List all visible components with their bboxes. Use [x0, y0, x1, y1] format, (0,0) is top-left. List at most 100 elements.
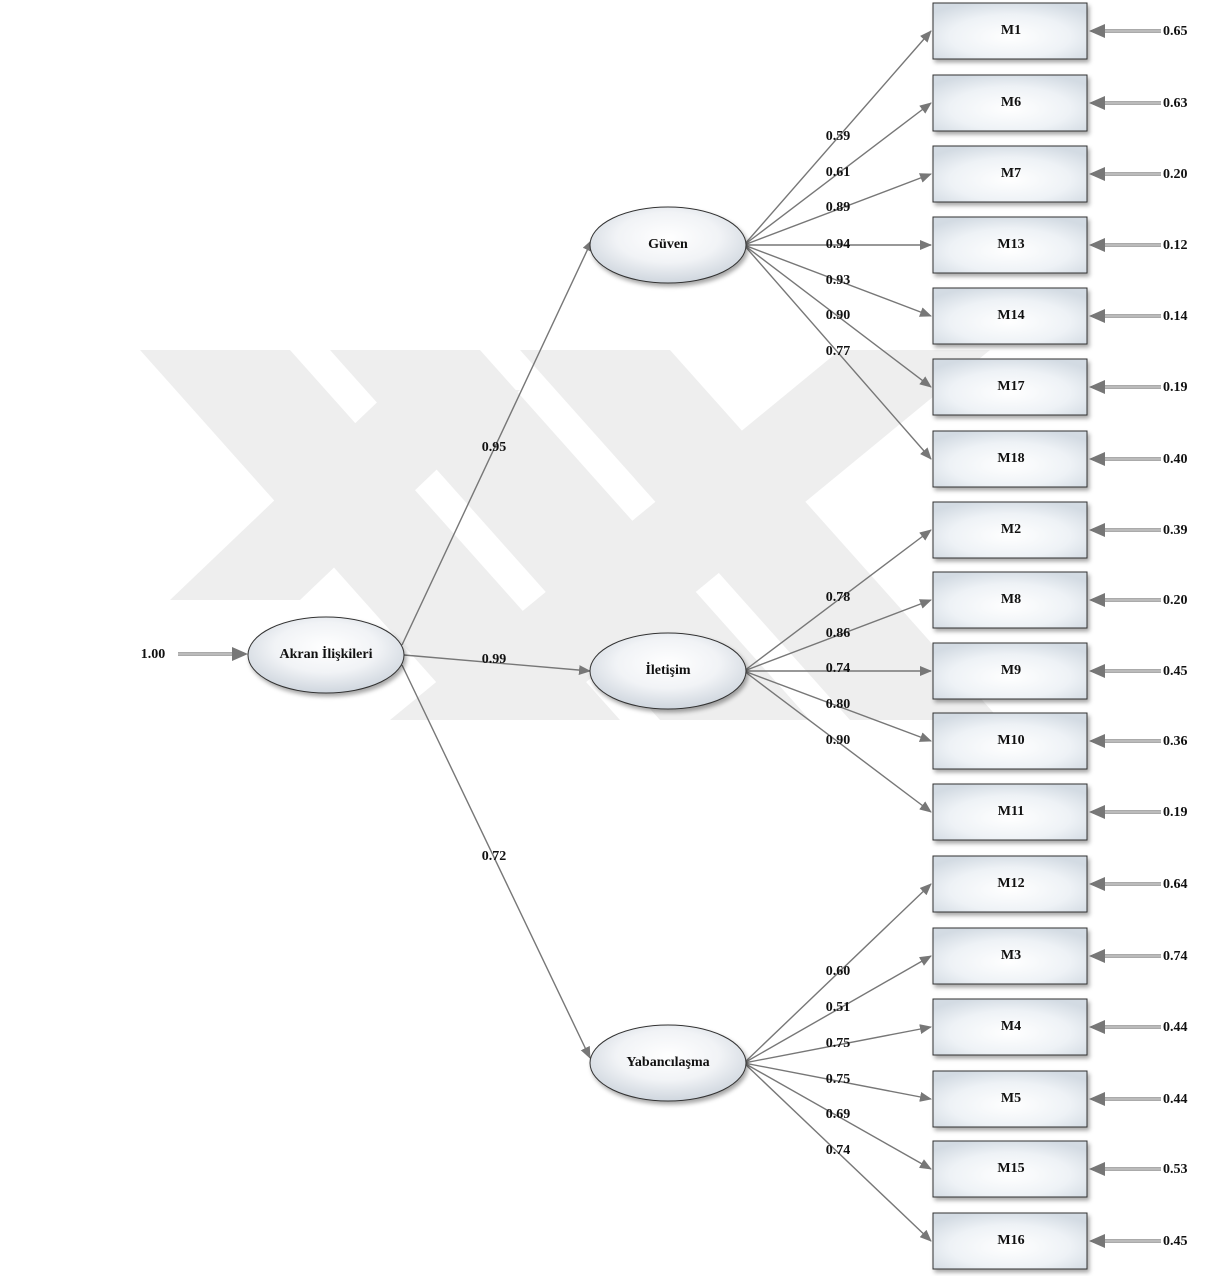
indicator-box [932, 216, 1088, 274]
indicator-box [932, 1212, 1088, 1270]
factor-to-indicator-path [743, 173, 932, 246]
indicator-box [932, 430, 1088, 488]
factor-ellipse [589, 1024, 747, 1102]
error-arrowhead [1089, 238, 1105, 252]
indicator-box [932, 712, 1088, 770]
indicator-loading-label: 0.75 [826, 1072, 851, 1087]
indicator-box [932, 74, 1088, 132]
indicator-box [932, 571, 1088, 629]
factor-to-indicator-path [743, 102, 932, 246]
factor-to-indicator-path [743, 1062, 932, 1102]
factor-to-indicator-path [743, 670, 932, 813]
indicator-label: M18 [997, 451, 1024, 466]
indicator-label: M13 [997, 237, 1024, 252]
error-arrowhead [1089, 309, 1105, 323]
indicator-box [932, 145, 1088, 203]
indicator-label: M4 [1001, 1019, 1021, 1034]
error-variance-label: 0.44 [1163, 1092, 1188, 1107]
indicator-loading-label: 0.94 [826, 237, 851, 252]
factor-loading-label: 0.72 [482, 849, 507, 864]
error-arrowhead [1089, 1234, 1105, 1248]
error-variance-label: 0.12 [1163, 238, 1188, 253]
root-latent-label: Akran İlişkileri [280, 645, 373, 662]
error-arrowhead [1089, 1020, 1105, 1034]
indicator-box [932, 2, 1088, 60]
root-to-factor-path [403, 654, 591, 676]
factor-to-indicator-path [743, 529, 932, 672]
error-variance-label: 0.65 [1163, 24, 1188, 39]
error-variance-label: 0.40 [1163, 452, 1188, 467]
factor-to-indicator-path [743, 1024, 932, 1064]
indicator-label: M2 [1001, 522, 1021, 537]
indicator-label: M11 [998, 804, 1024, 819]
factor-ellipse [589, 206, 747, 284]
factor-to-indicator-path [743, 1062, 932, 1242]
indicator-loading-label: 0.80 [826, 697, 851, 712]
indicator-loading-label: 0.51 [826, 1000, 851, 1015]
error-variance-label: 0.20 [1163, 593, 1188, 608]
error-arrowhead [1089, 523, 1105, 537]
indicator-label: M6 [1001, 95, 1021, 110]
indicator-label: M10 [997, 733, 1024, 748]
root-to-factor-path [401, 664, 591, 1059]
indicator-box [932, 783, 1088, 841]
factor-loading-label: 0.99 [482, 652, 507, 667]
error-arrowhead [1089, 734, 1105, 748]
error-variance-label: 0.53 [1163, 1162, 1188, 1177]
root-to-factor-path [401, 239, 593, 646]
error-variance-label: 0.19 [1163, 805, 1188, 820]
indicator-box [932, 1070, 1088, 1128]
error-arrowhead [1089, 96, 1105, 110]
factor-ellipse [589, 632, 747, 710]
error-variance-label: 0.20 [1163, 167, 1188, 182]
indicator-box [932, 927, 1088, 985]
error-arrowhead [1089, 593, 1105, 607]
indicator-loading-label: 0.78 [826, 590, 851, 605]
error-variance-label: 0.64 [1163, 877, 1188, 892]
indicator-box [932, 501, 1088, 559]
indicator-box [932, 642, 1088, 700]
root-variance-label: 1.00 [141, 647, 166, 662]
indicator-label: M12 [997, 876, 1024, 891]
indicator-label: M17 [997, 379, 1024, 394]
factor-to-indicator-path [743, 883, 932, 1064]
factor-label: Güven [648, 237, 688, 252]
indicator-label: M3 [1001, 948, 1021, 963]
error-variance-label: 0.39 [1163, 523, 1188, 538]
indicator-loading-label: 0.89 [826, 200, 851, 215]
factor-to-indicator-path [743, 30, 932, 246]
error-variance-label: 0.14 [1163, 309, 1188, 324]
factor-to-indicator-path [743, 244, 932, 317]
factor-to-indicator-path [743, 670, 932, 742]
error-arrowhead [1089, 1162, 1105, 1176]
error-variance-label: 0.19 [1163, 380, 1188, 395]
indicator-box [932, 855, 1088, 913]
error-arrowhead [1089, 167, 1105, 181]
error-arrowhead [1089, 805, 1105, 819]
root-latent-ellipse [247, 616, 405, 694]
error-arrowhead [1089, 1092, 1105, 1106]
indicator-label: M9 [1001, 663, 1021, 678]
error-variance-label: 0.36 [1163, 734, 1188, 749]
root-variance-arrowhead [232, 647, 248, 661]
error-arrowhead [1089, 380, 1105, 394]
factor-to-indicator-path [743, 244, 932, 388]
error-variance-label: 0.45 [1163, 1234, 1188, 1249]
error-variance-label: 0.44 [1163, 1020, 1188, 1035]
indicator-label: M7 [1001, 166, 1021, 181]
factor-to-indicator-path [743, 244, 932, 460]
indicator-box [932, 358, 1088, 416]
indicator-loading-label: 0.93 [826, 273, 851, 288]
indicator-loading-label: 0.90 [826, 308, 851, 323]
indicator-loading-label: 0.60 [826, 964, 851, 979]
indicator-label: M14 [997, 308, 1024, 323]
factor-label: Yabancılaşma [626, 1055, 709, 1070]
factor-to-indicator-path [743, 599, 932, 672]
indicator-box [932, 287, 1088, 345]
indicator-loading-label: 0.74 [826, 1143, 851, 1158]
indicator-loading-label: 0.59 [826, 129, 851, 144]
indicator-box [932, 998, 1088, 1056]
indicator-label: M1 [1001, 23, 1021, 38]
factor-to-indicator-path [743, 955, 932, 1064]
